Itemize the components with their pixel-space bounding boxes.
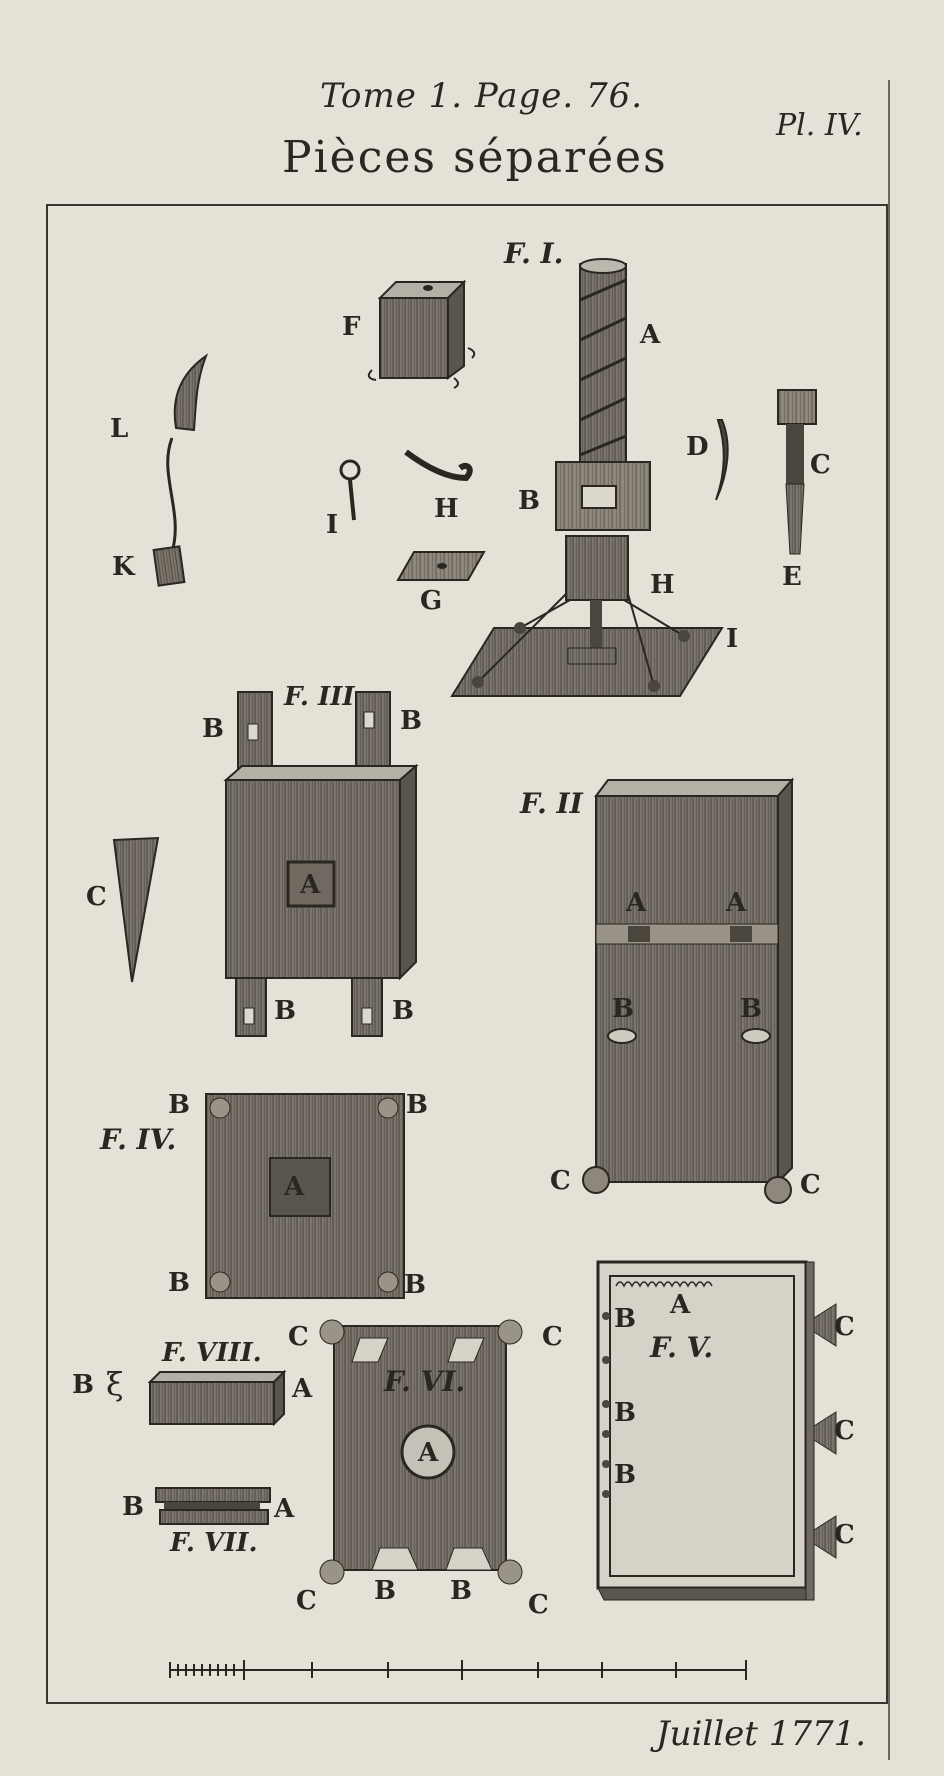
label-a-slab: A bbox=[292, 1374, 313, 1404]
label-b-block: B bbox=[518, 486, 540, 516]
parts-d-c-e bbox=[715, 389, 817, 555]
label-b-notch-left: B bbox=[374, 1576, 396, 1606]
label-b-foot-right: B bbox=[392, 996, 414, 1026]
figure-2-label: F. II bbox=[520, 787, 583, 820]
figure-5-label: F. V. bbox=[650, 1331, 714, 1364]
figure-6-label: F. VI. bbox=[384, 1365, 466, 1398]
label-b-left-hole: B bbox=[612, 994, 634, 1024]
label-b-bottom-left: B bbox=[168, 1268, 190, 1298]
label-c-wedge: C bbox=[86, 882, 107, 912]
label-a-frame-top: A bbox=[670, 1290, 691, 1320]
label-c-top-right: C bbox=[542, 1322, 563, 1352]
label-e-point: E bbox=[782, 562, 802, 592]
label-b-strip: B bbox=[122, 1492, 144, 1522]
label-b-post-left: B bbox=[202, 714, 224, 744]
label-a-screw: A bbox=[640, 320, 661, 350]
figure-3-block bbox=[223, 691, 419, 1037]
plate-frame bbox=[46, 204, 888, 1704]
label-h-brace: H bbox=[650, 570, 675, 600]
label-f-cube: F bbox=[342, 312, 361, 342]
label-g-plate: G bbox=[420, 586, 443, 616]
scale-bar bbox=[169, 1660, 747, 1680]
part-l-k-horn bbox=[152, 353, 209, 587]
label-b-post-right: B bbox=[400, 706, 422, 736]
label-c-left-foot: C bbox=[550, 1166, 571, 1196]
part-f-cube bbox=[367, 279, 476, 389]
label-b-bottom-right: B bbox=[404, 1270, 426, 1300]
label-a-right-slot: A bbox=[726, 888, 747, 918]
label-a-round: A bbox=[418, 1438, 439, 1468]
label-c-bottom-left: C bbox=[296, 1586, 317, 1616]
label-l-horn: L bbox=[110, 414, 129, 444]
label-c-bottom-right: C bbox=[528, 1590, 549, 1620]
label-a-mortise: A bbox=[300, 870, 321, 900]
label-c-tab-3: C bbox=[834, 1520, 855, 1550]
margin-rule bbox=[888, 80, 890, 1760]
figure-7-label: F. VII. bbox=[170, 1528, 258, 1558]
label-k-weight: K bbox=[112, 552, 135, 582]
plate-date: Juillet 1771. bbox=[656, 1714, 867, 1754]
label-b-foot-left: B bbox=[274, 996, 296, 1026]
part-c-wedge bbox=[112, 836, 160, 983]
figure-5-frame bbox=[596, 1260, 837, 1601]
figure-8-label: F. VIII. bbox=[162, 1338, 262, 1368]
label-c-tab-2: C bbox=[834, 1416, 855, 1446]
figure-4-plate bbox=[205, 1093, 405, 1299]
figure-8-slab bbox=[147, 1369, 287, 1427]
plate-number: Pl. IV. bbox=[776, 108, 863, 143]
label-c-right-foot: C bbox=[800, 1170, 821, 1200]
figure-7-strips bbox=[155, 1487, 271, 1525]
label-b-slab: B bbox=[72, 1370, 94, 1400]
label-d-wedge: D bbox=[686, 432, 709, 462]
plate-title: Pièces séparées bbox=[282, 132, 668, 183]
label-i-foot: I bbox=[726, 624, 739, 654]
figure-6-plate bbox=[319, 1319, 523, 1585]
figure-1-screw-press bbox=[450, 258, 724, 697]
tome-page-heading: Tome 1. Page. 76. bbox=[320, 76, 644, 116]
label-b-frame-2: B bbox=[614, 1398, 636, 1428]
label-c-screw: C bbox=[810, 450, 831, 480]
label-b-right-hole: B bbox=[740, 994, 762, 1024]
label-b-top-right: B bbox=[406, 1090, 428, 1120]
label-c-top-left: C bbox=[288, 1322, 309, 1352]
label-h-hook: H bbox=[434, 494, 459, 524]
figure-3-label: F. III bbox=[284, 682, 355, 712]
label-a-left-slot: A bbox=[626, 888, 647, 918]
label-b-frame-1: B bbox=[614, 1304, 636, 1334]
label-b-notch-right: B bbox=[450, 1576, 472, 1606]
label-a-strip: A bbox=[274, 1494, 295, 1524]
label-c-tab-1: C bbox=[834, 1312, 855, 1342]
label-i-pin: I bbox=[326, 510, 339, 540]
label-a-center: A bbox=[284, 1172, 305, 1202]
label-b-top-left: B bbox=[168, 1090, 190, 1120]
label-xi-slab: ξ bbox=[106, 1365, 124, 1403]
small-parts-i-h-g bbox=[339, 449, 486, 581]
label-b-frame-3: B bbox=[614, 1460, 636, 1490]
figure-1-label: F. I. bbox=[504, 237, 564, 270]
figure-2-board bbox=[582, 777, 795, 1204]
figure-4-label: F. IV. bbox=[100, 1123, 177, 1156]
